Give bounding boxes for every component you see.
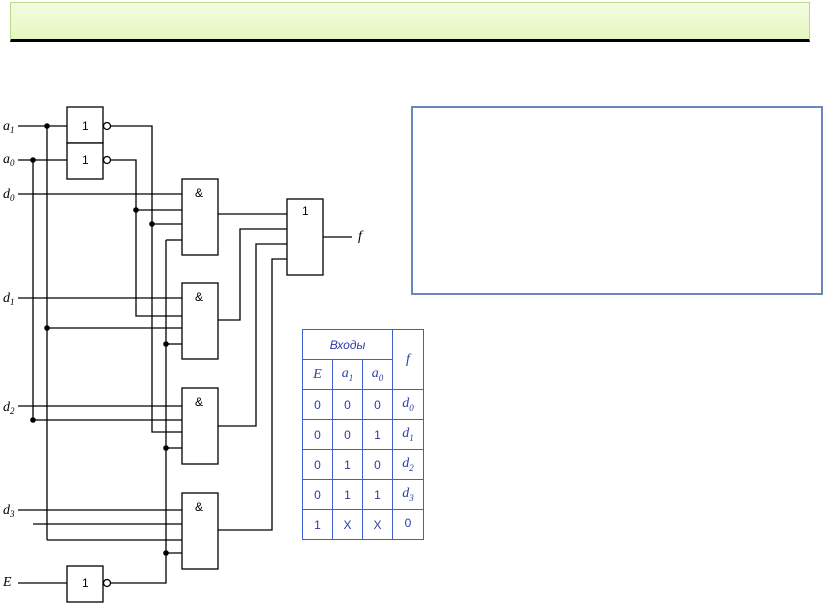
cell-E: 0	[302, 389, 333, 420]
table-row: 0 0 0 d0	[302, 389, 424, 420]
cell-f: d2	[392, 449, 424, 480]
table-row: 0 1 1 d3	[302, 479, 424, 510]
truth-table-inputs-header: Входы	[302, 329, 393, 360]
truth-table-col-a1: a1	[332, 359, 363, 390]
cell-E: 0	[302, 479, 333, 510]
inverter-a0: 1	[66, 142, 112, 180]
cell-f: d1	[392, 419, 424, 450]
label-d3: d3	[3, 503, 15, 519]
cell-E: 1	[302, 509, 333, 540]
and-gate-1: &	[181, 178, 219, 256]
table-row: 0 1 0 d2	[302, 449, 424, 480]
or-gate: 1	[286, 198, 324, 276]
label-d0: d0	[3, 187, 15, 203]
cell-E: 0	[302, 449, 333, 480]
info-box	[411, 106, 823, 295]
truth-table-output-header: f	[392, 329, 424, 390]
and-gate-4-symbol: &	[195, 500, 203, 514]
label-d1: d1	[3, 291, 15, 307]
cell-a1: 0	[332, 389, 363, 420]
cell-a0: 1	[362, 419, 393, 450]
inverter-a1-symbol: 1	[82, 119, 89, 133]
inverter-a1: 1	[66, 106, 112, 144]
cell-f: d0	[392, 389, 424, 420]
cell-a0: 0	[362, 389, 393, 420]
cell-a0: X	[362, 509, 393, 540]
and-gate-1-symbol: &	[195, 186, 203, 200]
cell-a1: 0	[332, 419, 363, 450]
cell-a0: 0	[362, 449, 393, 480]
truth-table: Входы f E a1 a0 0 0 0 d0 0 0 1 d1 0 1 0 …	[302, 329, 424, 540]
junctions	[30, 123, 169, 556]
table-row: 0 0 1 d1	[302, 419, 424, 450]
cell-f: d3	[392, 479, 424, 510]
title-bar	[10, 2, 810, 42]
and-gate-2-symbol: &	[195, 290, 203, 304]
cell-E: 0	[302, 419, 333, 450]
label-f: f	[358, 229, 364, 244]
and-gate-3-symbol: &	[195, 395, 203, 409]
and-gate-3: &	[181, 387, 219, 465]
cell-f: 0	[392, 509, 424, 540]
table-row: 1 X X 0	[302, 509, 424, 540]
inverter-E-symbol: 1	[82, 576, 89, 590]
label-E: E	[2, 575, 12, 590]
label-d2: d2	[3, 400, 15, 416]
cell-a1: 1	[332, 449, 363, 480]
cell-a1: X	[332, 509, 363, 540]
inverter-E: 1	[66, 565, 112, 603]
truth-table-col-a0: a0	[362, 359, 393, 390]
or-gate-symbol: 1	[302, 204, 309, 218]
label-a1: a1	[3, 119, 15, 135]
and-gate-2: &	[181, 282, 219, 360]
cell-a1: 1	[332, 479, 363, 510]
cell-a0: 1	[362, 479, 393, 510]
wires	[18, 125, 352, 584]
and-gate-4: &	[181, 492, 219, 570]
truth-table-col-E: E	[302, 359, 333, 390]
inverter-a0-symbol: 1	[82, 153, 89, 167]
label-a0: a0	[3, 152, 15, 168]
